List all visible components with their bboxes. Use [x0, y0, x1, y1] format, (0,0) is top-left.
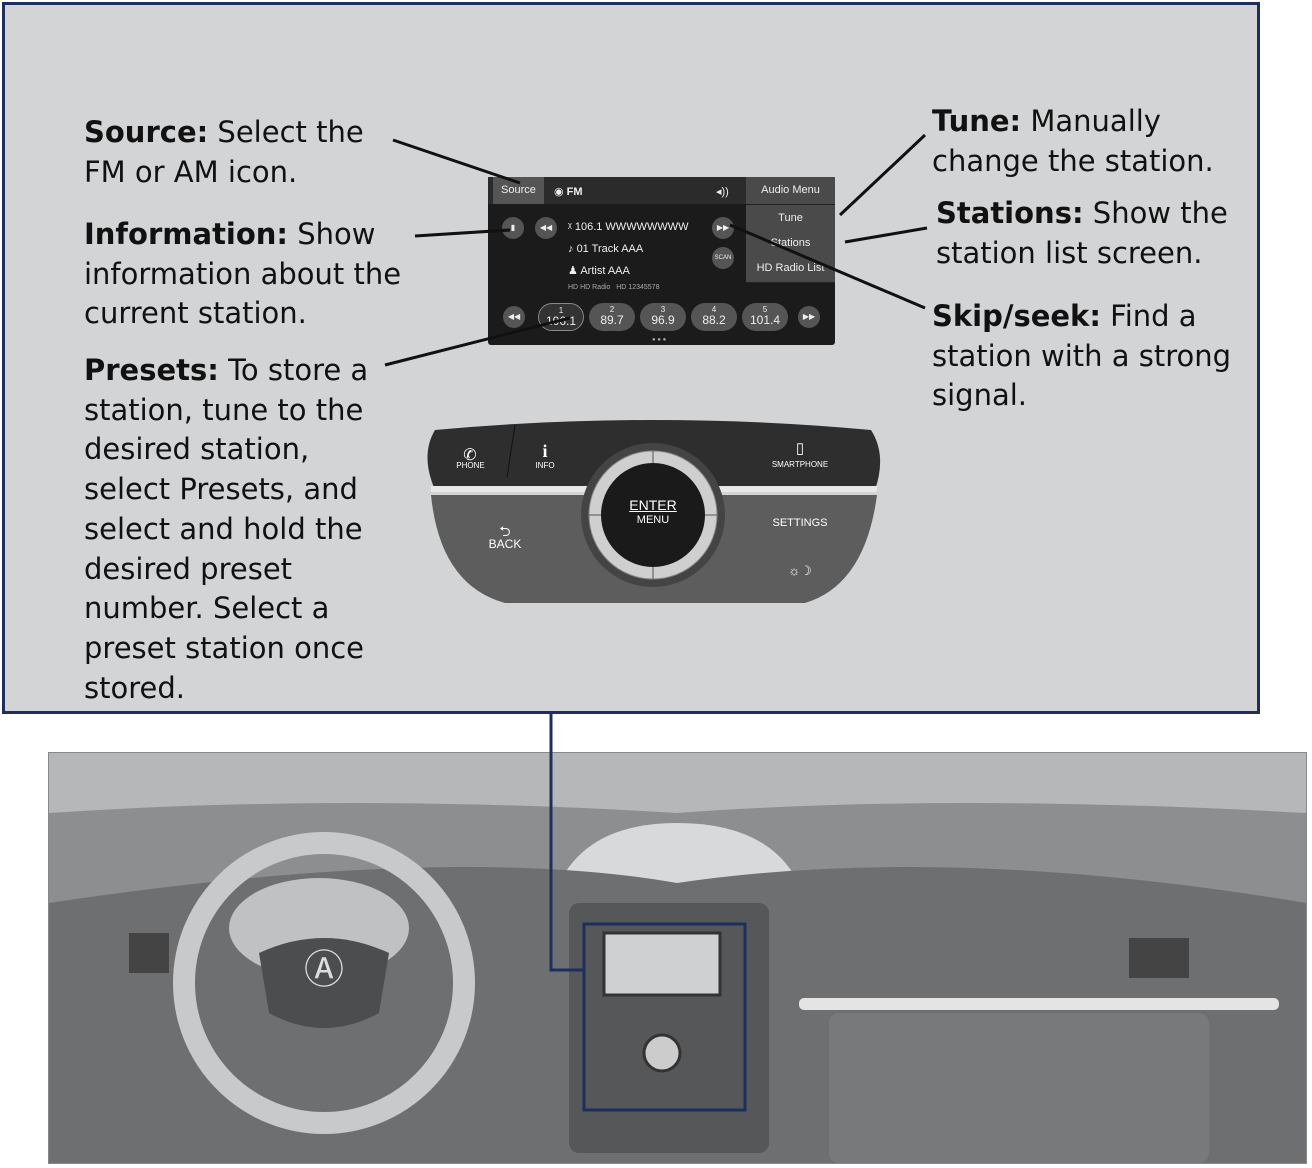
control-panel: ✆ PHONE i INFO ▯ SMARTPHONE ENTER MENU ⮌…: [425, 415, 881, 605]
page-dots: ● ● ●: [652, 337, 667, 343]
phone-button[interactable]: PHONE: [456, 461, 485, 470]
back-arrow-icon: ⮌: [499, 523, 511, 539]
skip-back-button[interactable]: ◀◀: [535, 217, 557, 239]
enter-button[interactable]: ENTER: [629, 497, 677, 513]
svg-text:Ⓐ: Ⓐ: [304, 947, 344, 993]
fm-band-label[interactable]: ◉ FM: [554, 186, 583, 198]
volume-icon: ◂)): [716, 186, 729, 198]
label-skip-seek: Skip/seek: Find a station with a strong …: [932, 299, 1232, 413]
menu-stations[interactable]: Stations: [746, 230, 835, 258]
station-text: ᵡ 106.1 WWWWWWWW: [568, 221, 689, 233]
hd-radio-info: HD HD Radio HD 12345578: [568, 284, 660, 291]
artist-text: ♟ Artist AAA: [568, 265, 630, 277]
menu-hd-radio-list[interactable]: HD Radio List: [746, 255, 835, 283]
source-button[interactable]: Source: [493, 177, 544, 204]
info-icon: i: [542, 441, 548, 461]
smartphone-button[interactable]: SMARTPHONE: [771, 460, 829, 469]
scan-button[interactable]: SCAN: [712, 247, 734, 269]
info-button[interactable]: ▮: [502, 217, 524, 239]
settings-button[interactable]: SETTINGS: [772, 517, 828, 529]
menu-tune[interactable]: Tune: [746, 205, 835, 233]
audio-screen: Source ◉ FM ◂)) Audio Menu Tune Stations…: [488, 177, 835, 345]
phone-icon: ✆: [463, 447, 477, 464]
track-text: ♪ 01 Track AAA: [568, 243, 644, 255]
back-button[interactable]: BACK: [488, 537, 522, 551]
smartphone-icon: ▯: [795, 440, 805, 457]
day-night-icon[interactable]: ☼☽: [788, 563, 812, 578]
skip-forward-button[interactable]: ▶▶: [712, 217, 734, 239]
audio-menu-header[interactable]: Audio Menu: [746, 177, 835, 205]
menu-label: MENU: [636, 514, 670, 526]
label-presets: Presets: To store a station, tune to the…: [84, 353, 369, 705]
tune-down-button[interactable]: ◀◀: [503, 306, 525, 328]
label-stations: Stations: Show the station list screen.: [936, 196, 1228, 270]
dashboard-illustration: Ⓐ: [48, 752, 1307, 1164]
tune-up-button[interactable]: ▶▶: [798, 306, 820, 328]
info-button[interactable]: INFO: [535, 461, 555, 470]
label-information: Information: Show information about the …: [84, 217, 402, 331]
label-source: Source: Select the FM or AM icon.: [84, 115, 364, 189]
label-tune: Tune: Manually change the station.: [932, 104, 1214, 178]
